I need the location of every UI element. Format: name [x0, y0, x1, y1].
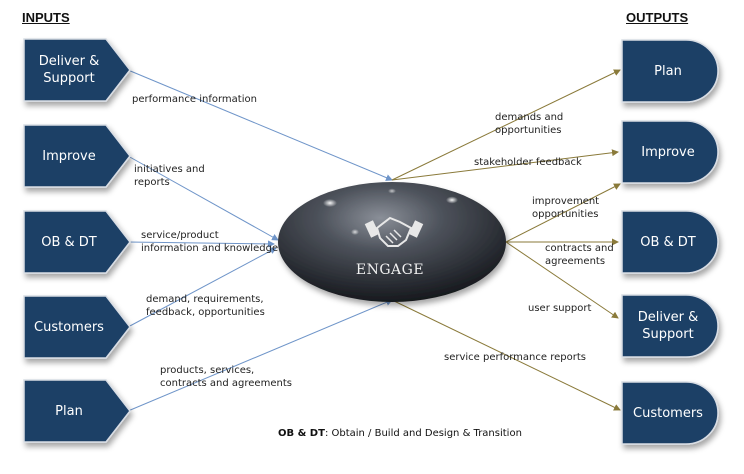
output-node-obdt: [621, 210, 719, 274]
outputs-header: OUTPUTS: [626, 10, 689, 25]
flow-label-service-performance-reports: service performance reports: [444, 352, 586, 363]
output-node-improve: [621, 120, 719, 184]
input-node-plan: [23, 379, 131, 443]
input-node-customers: [23, 295, 131, 359]
footnote: OB & DT: Obtain / Build and Design & Tra…: [278, 428, 522, 439]
arrow-customers-in: [127, 247, 277, 328]
input-arrows: [127, 69, 393, 412]
input-node-deliver-support: [23, 38, 131, 102]
flow-label-user-support: user support: [528, 303, 592, 314]
engage-label: ENGAGE: [355, 262, 425, 278]
flow-label-products-services: products, services, contracts and agreem…: [160, 365, 292, 389]
output-arrows: [391, 69, 621, 411]
arrow-deliver-support-in: [127, 69, 393, 181]
output-nodes: [621, 39, 719, 445]
arrow-plan-out: [391, 69, 621, 181]
arrow-obdt-out: [505, 183, 621, 243]
footnote-term: OB & DT: [278, 428, 325, 439]
arrow-customers-out: [391, 299, 621, 411]
arrow-deliver-support-out: [505, 241, 619, 319]
arrow-improve-in: [127, 155, 279, 241]
input-node-improve: [23, 124, 131, 188]
flow-label-contracts-agreements: contracts and agreements: [545, 243, 614, 267]
input-node-obdt: [23, 210, 131, 274]
output-node-customers: [621, 381, 719, 445]
handshake-icon: [364, 216, 424, 247]
flow-label-initiatives-reports: initiatives and reports: [134, 164, 205, 188]
flow-label-stakeholder-feedback: stakeholder feedback: [474, 157, 582, 168]
arrow-obdt-in: [127, 240, 275, 248]
footnote-definition: : Obtain / Build and Design & Transition: [324, 428, 522, 439]
flow-label-demands-opportunities: demands and opportunities: [495, 112, 564, 136]
output-node-deliver-support: [621, 294, 719, 358]
input-nodes: [23, 38, 131, 443]
flow-label-performance-information: performance information: [132, 94, 257, 105]
inputs-header: INPUTS: [22, 10, 70, 25]
flow-label-service-product-info: service/product information and knowledg…: [141, 230, 279, 254]
output-node-plan: [621, 39, 719, 103]
arrow-improve-out: [391, 149, 619, 181]
arrow-plan-in: [127, 299, 393, 412]
flow-label-demand-requirements: demand, requirements, feedback, opportun…: [146, 294, 265, 318]
flow-label-improvement-opportunities: improvement opportunities: [532, 196, 600, 220]
